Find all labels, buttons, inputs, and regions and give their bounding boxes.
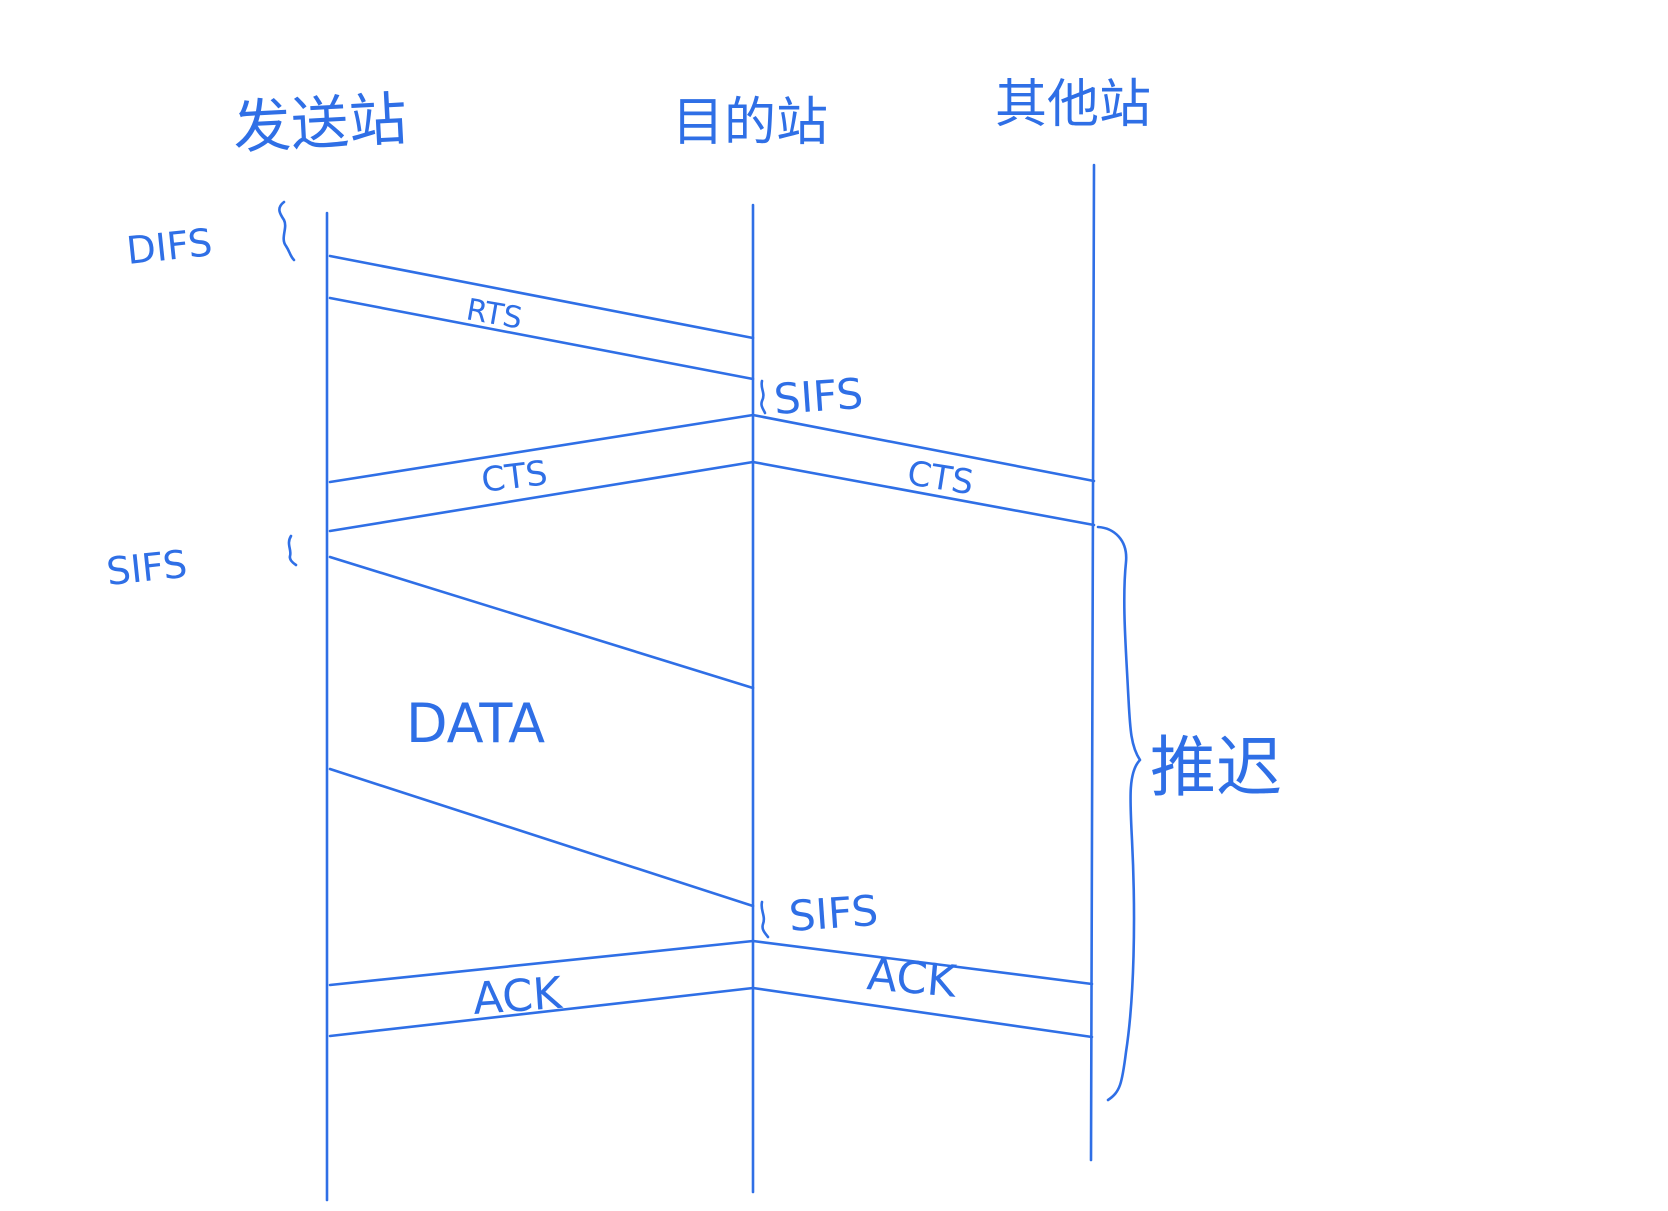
difs-brace [278,200,296,262]
data-frame-bottom-edge [328,767,755,908]
sifs-receiver-2-brace [760,900,770,939]
sender-station-label: 发送站 [231,85,408,162]
sifs-sender-brace [287,534,298,567]
sifs-sender-label: SIFS [104,542,189,594]
ack-to-other-top-edge [751,939,1094,986]
data-frame-label: DATA [406,692,545,755]
ack-to-other-label: ACK [865,949,959,1008]
defer-brace [1096,525,1142,1102]
ack-to-other-bottom-edge [751,986,1094,1039]
rts-frame-label: RTS [464,292,525,336]
sifs-receiver-1-label: SIFS [772,369,864,424]
cts-to-sender-bottom-edge [328,460,755,533]
rts-frame-bottom-edge [328,296,755,381]
receiver-station-label: 目的站 [672,93,828,153]
other-timeline [1089,163,1096,1162]
cts-to-sender-top-edge [328,413,755,484]
cts-to-sender-label: CTS [479,453,549,501]
cts-to-other-top-edge [751,413,1096,483]
cts-to-other-label: CTS [905,453,977,503]
other-station-label: 其他站 [995,75,1151,135]
sifs-receiver-1-brace [760,379,767,415]
ack-to-sender-bottom-edge [328,986,755,1038]
difs-label: DIFS [124,220,214,273]
rts-frame-top-edge [328,254,755,340]
sifs-receiver-2-label: SIFS [787,886,879,941]
ack-to-sender-label: ACK [471,968,564,1025]
cts-to-other-bottom-edge [751,460,1096,527]
defer-label: 推迟 [1150,729,1282,806]
data-frame-top-edge [328,555,755,690]
ack-to-sender-top-edge [328,939,755,987]
